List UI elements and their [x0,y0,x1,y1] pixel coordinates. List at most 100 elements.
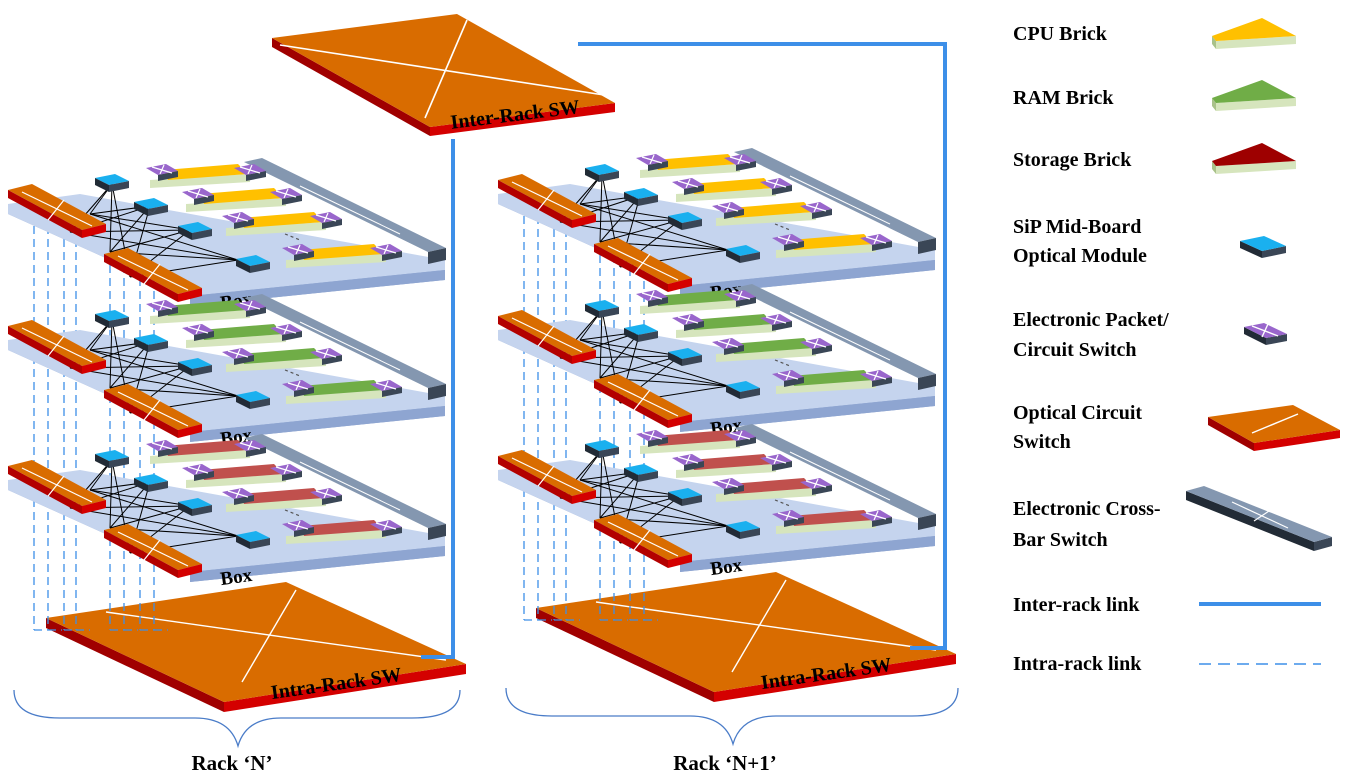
rack-n1-cpu-box: Box [498,148,936,304]
rack-n-cpu-ellipsis [284,233,301,241]
rack-n1-cpu-brick-packet-switch-side [872,241,892,251]
rack-n-ram-sip-module-side [109,317,129,328]
rack-n1-cpu-brick-packet-switch-mark [773,178,779,189]
rack-n1-ram-brick-base [676,324,776,338]
racks-group: Intra-Rack SWBoxBoxBoxIntra-Rack SWBoxBo… [8,148,956,712]
rack-n1-cpu-brick-top [790,234,874,250]
rack-n1-storage-wire [559,497,729,527]
rack-n-cpu-sip-module-side [134,202,148,216]
rack-n1-ram-brick-packet-switch-side [784,377,804,387]
rack-n-ram-crossbar-switch [244,294,446,388]
rack-n1-ram-brick-top [690,314,774,330]
rack-n-ram-sip-module-side [95,314,109,328]
rack-n1-ram-optical-switch-edge [572,350,596,364]
rack-n-storage-brick-packet-switch-side [246,447,266,457]
rack-n1-ram-brick-packet-switch-mark [813,338,819,349]
rack-n-intra-rack-switch-edge [224,664,466,712]
rack-n-ram-brick-top [240,348,324,364]
rack-n1-ram-brick-packet-switch-mark [649,290,655,301]
legend-storage-brick-icon [1212,143,1296,174]
rack-n-ram-brick-packet-switch-side [294,387,314,397]
rack-n1-cpu-brick-packet-switch-mark [813,202,819,213]
rack-n-storage-wire [109,505,191,529]
rack-n-cpu-brick-base [226,222,326,236]
rack-n1-ram-brick-top [654,290,738,306]
rack-n1-ram-sip-module-side [726,385,740,399]
rack-n1-storage-brick-packet-switch-side [736,437,756,447]
rack-n-cpu-box: Box [8,158,446,314]
rack-n-storage-brick-packet-switch-mark [159,440,165,451]
rack-n-ram-sip-module-side [192,365,212,376]
rack-n1-storage-brick-packet-switch-side [684,461,704,471]
rack-n-ram-brick-packet-switch-mark [283,324,289,335]
rack-n-ram-sip-module-side [134,338,148,352]
rack-n-cpu-sip-module-side [236,259,250,273]
rack-n-storage-brick-packet-switch-mark [247,440,253,451]
rack-braces [13,687,959,749]
inter-rack-switch-x-line [279,44,605,96]
rack-n-cpu-sip-module-side [148,205,168,216]
rack-n1-ram-wire [599,309,603,379]
rack-n1-cpu-brick-packet-switch-side [684,185,704,195]
rack-n-cpu-crossbar-switch-mark [299,185,401,235]
rack-n1-ram-wire [559,357,729,387]
rack-n1-ram-brick-packet-switch-side [684,321,704,331]
rack-n1-storage-brick-packet-switch-mark [737,430,743,441]
rack-n-cpu-wire [69,231,239,261]
rack-n-ram-brick-packet-switch-mark [235,348,241,359]
rack-n-intra-rack-links [33,226,168,631]
rack-n-cpu-wire [109,229,191,253]
rack-n1-ram-brick-base [776,380,876,394]
rack-n1-ram-brick-packet-switch-side [772,321,792,331]
legend-packet-switch-label-2: Circuit Switch [1013,339,1137,361]
rack-n1-storage-wire [599,495,681,519]
rack-n-cpu-brick-top [200,188,284,204]
rack-n-cpu-optical-switch-edge [178,288,202,302]
rack-n-storage-brick-packet-switch-mark [323,488,329,499]
rack-n1-intra-rack-switch-top [536,572,956,692]
rack-n1-ram-brick-top [790,370,874,386]
rack-n-cpu-brick-packet-switch-side [158,171,178,181]
rack-n1-storage-crossbar-switch-side [918,514,936,530]
rack-n-ram-brick-top [200,324,284,340]
rack-n1-storage-optical-switch-mark [537,465,555,487]
legend-ram-brick-icon [1212,80,1296,111]
rack-n1-cpu-crossbar-switch-side [918,238,936,254]
rack-n1-storage-sip-module-side [668,492,682,506]
rack-n1-storage-wire [599,449,603,519]
rack-n1-storage-brick-packet-switch-mark [785,510,791,521]
rack-n-storage-brick-top [164,440,248,456]
rack-n-ram-brick-base [150,310,250,324]
legend-cpu-label: CPU Brick [1013,23,1108,45]
rack-n-ram-brick-top [300,380,384,396]
rack-n-cpu-brick-packet-switch-side [246,171,266,181]
rack-n-storage-brick-base [226,498,326,512]
rack-n-cpu-wire [89,213,191,231]
rack-n-ram-box-plate [8,330,445,432]
rack-n1-cpu-sip-module-side [726,249,740,263]
rack-n1-ram-ellipsis [774,359,791,367]
rack-n1-storage-brick-packet-switch-mark [773,454,779,465]
rack-n-ram-wire [109,319,113,389]
rack-n-ram-sip-module-side [250,398,270,409]
rack-n1-storage-optical-switch-edge [594,520,668,568]
rack-n1-ram-sip-module-side [638,331,658,342]
rack-n1-cpu-box-plate [498,184,935,286]
rack-n-cpu-brick-packet-switch-side [294,251,314,261]
rack-n1-cpu-sip-module-side [585,168,599,182]
rack-n-cpu-optical-switch-edge [8,190,82,238]
rack-n1-ram-optical-switch-edge [668,414,692,428]
rack-n-storage-sip-module-side [95,454,109,468]
rack-n-storage-sip-module-side [250,538,270,549]
rack-n-storage-crossbar-switch-side [428,524,446,540]
rack-n1-ram-sip-module-side [624,328,638,342]
rack-n-cpu-brick-packet-switch-side [282,195,302,205]
rack-n1-storage-brick-packet-switch-side [784,517,804,527]
rack-n1-storage-brick-base [776,520,876,534]
rack-n1-ram-optical-switch [594,374,692,420]
rack-n1-ram-sip-module-side [585,304,599,318]
rack-n-storage-brick-packet-switch-mark [283,464,289,475]
rack-n1-ram-sip-module-side [599,307,619,318]
rack-n-cpu-brick-packet-switch-mark [295,244,301,255]
